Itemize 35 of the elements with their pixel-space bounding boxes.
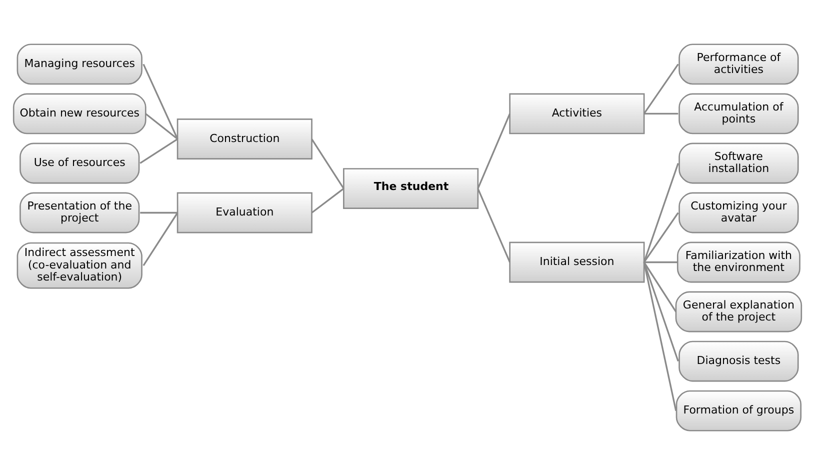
- connector: [142, 63, 178, 139]
- connector: [642, 262, 676, 410]
- connector: [642, 63, 678, 114]
- node-box: Customizing your avatar: [678, 192, 798, 233]
- connector: [476, 188, 510, 262]
- node-box: Formation of groups: [675, 390, 801, 431]
- connector: [644, 112, 678, 114]
- node-box: Accumulation of points: [678, 92, 798, 134]
- node-box: Presentation of the project: [19, 192, 140, 233]
- node-box: Construction: [176, 118, 312, 159]
- connector: [642, 212, 678, 262]
- node-box: Obtain new resources: [12, 92, 146, 134]
- connector: [642, 162, 678, 262]
- connector: [644, 260, 677, 263]
- connector: [310, 187, 344, 213]
- node-box: Software installation: [678, 142, 798, 184]
- node-box: Performance of activities: [678, 43, 798, 84]
- node-box: Initial session: [508, 241, 644, 282]
- node-box: Managing resources: [16, 43, 142, 84]
- node-box: Use of resources: [19, 142, 140, 184]
- node-box: Evaluation: [176, 192, 312, 233]
- node-box: Familiarization with the environment: [676, 241, 800, 282]
- connector: [642, 261, 678, 362]
- connector: [139, 138, 178, 164]
- node-box: Activities: [508, 92, 644, 134]
- node-box: Diagnosis tests: [678, 340, 798, 382]
- node-box: General explanation of the project: [674, 290, 802, 332]
- connector: [140, 211, 178, 214]
- connector: [310, 138, 344, 188]
- connector: [144, 112, 178, 140]
- connector: [476, 112, 510, 188]
- connector: [142, 212, 178, 266]
- connector: [642, 261, 676, 312]
- node-box: The student: [342, 168, 478, 208]
- node-box: Indirect assessment (co-evaluation and self-evaluation): [16, 242, 142, 288]
